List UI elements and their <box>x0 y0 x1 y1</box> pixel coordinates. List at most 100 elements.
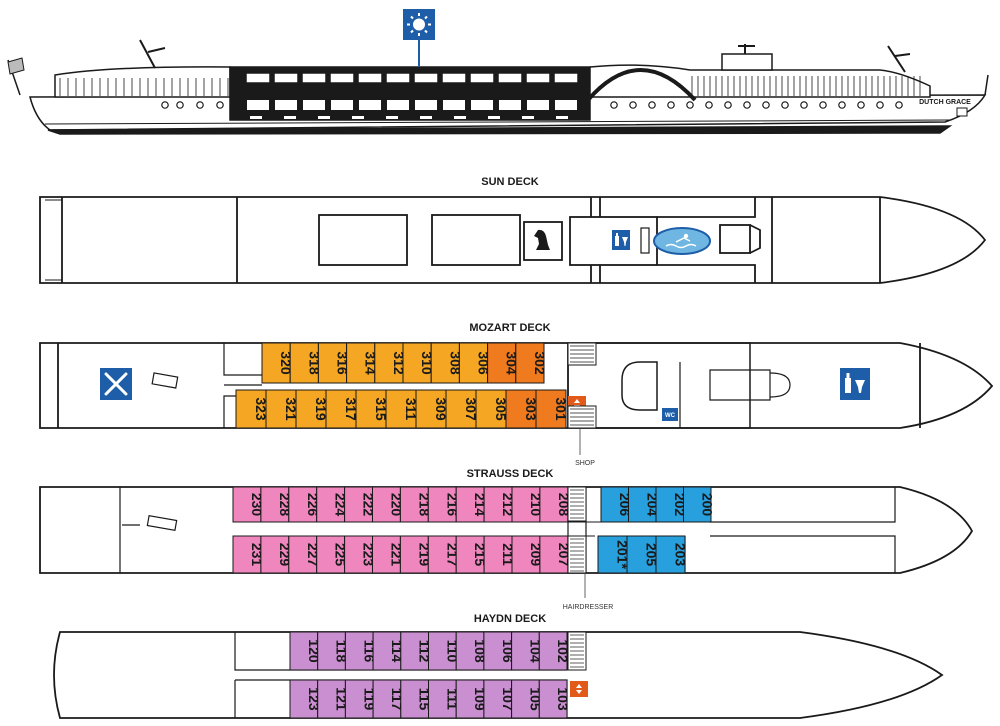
profile-window <box>247 100 269 110</box>
porthole <box>800 101 808 109</box>
cabin-105[interactable]: 105 <box>511 679 544 719</box>
porthole <box>705 101 713 109</box>
cabin-217[interactable]: 217 <box>427 535 460 574</box>
cabin-104[interactable]: 104 <box>511 631 544 671</box>
cabin-311[interactable]: 311 <box>385 389 419 429</box>
cabin-317[interactable]: 317 <box>325 389 359 429</box>
cabin-107[interactable]: 107 <box>483 679 516 719</box>
cabin-223[interactable]: 223 <box>344 535 377 574</box>
cabin-111[interactable]: 111 <box>428 679 461 719</box>
cabin-308[interactable]: 308 <box>430 342 463 384</box>
cabin-231[interactable]: 231 <box>232 535 265 574</box>
profile-window <box>414 73 438 83</box>
cabin-307[interactable]: 307 <box>445 389 479 429</box>
cabin-121[interactable]: 121 <box>317 679 350 719</box>
cabin-229[interactable]: 229 <box>260 535 293 574</box>
porthole <box>610 101 618 109</box>
cabin-309[interactable]: 309 <box>415 389 449 429</box>
cabin-314[interactable]: 314 <box>346 342 379 384</box>
cabin-225[interactable]: 225 <box>316 535 349 574</box>
cabin-box <box>400 679 429 719</box>
cabin-number: 309 <box>433 397 449 421</box>
cabin-box <box>655 535 686 574</box>
cabin-310[interactable]: 310 <box>402 342 435 384</box>
profile-window <box>554 73 578 83</box>
cabin-211[interactable]: 211 <box>483 535 516 574</box>
cabin-306[interactable]: 306 <box>458 342 492 384</box>
cabin-209[interactable]: 209 <box>511 535 544 574</box>
cabin-301[interactable]: 301 <box>535 389 569 429</box>
profile-window <box>499 100 521 110</box>
cabin-116[interactable]: 116 <box>344 631 377 671</box>
ship-profile-windows <box>59 73 968 119</box>
cabin-303[interactable]: 303 <box>505 389 539 429</box>
porthole <box>161 101 169 109</box>
cabin-221[interactable]: 221 <box>372 535 405 574</box>
cabin-318[interactable]: 318 <box>289 342 322 384</box>
cabin-103[interactable]: 103 <box>538 679 571 719</box>
cabin-227[interactable]: 227 <box>288 535 321 574</box>
bar-icon-sun <box>612 230 630 250</box>
cabin-112[interactable]: 112 <box>400 631 433 671</box>
cabin-102[interactable]: 102 <box>538 631 571 671</box>
cabin-218[interactable]: 218 <box>399 486 432 523</box>
cabin-120[interactable]: 120 <box>289 631 322 671</box>
profile-window <box>274 73 298 83</box>
cabin-123[interactable]: 123 <box>289 679 322 719</box>
cabin-115[interactable]: 115 <box>400 679 433 719</box>
cabin-304[interactable]: 304 <box>487 342 520 384</box>
cabin-206[interactable]: 206 <box>600 486 633 523</box>
cabin-207[interactable]: 207 <box>539 535 572 574</box>
cabin-119[interactable]: 119 <box>344 679 377 719</box>
cabin-212[interactable]: 212 <box>483 486 516 523</box>
cabin-box <box>232 486 262 523</box>
cabin-203[interactable]: 203 <box>655 535 689 574</box>
cabin-224[interactable]: 224 <box>316 486 349 523</box>
cabin-109[interactable]: 109 <box>455 679 488 719</box>
cabin-202[interactable]: 202 <box>655 486 688 523</box>
cabin-110[interactable]: 110 <box>428 631 461 671</box>
cabin-114[interactable]: 114 <box>372 631 405 671</box>
cabin-228[interactable]: 228 <box>260 486 293 523</box>
bottle-glass-icon <box>615 233 628 246</box>
cabin-312[interactable]: 312 <box>374 342 407 384</box>
cabin-box <box>289 679 319 719</box>
cabin-box <box>288 486 318 523</box>
cabin-box <box>415 389 447 429</box>
cabin-106[interactable]: 106 <box>483 631 516 671</box>
cabin-214[interactable]: 214 <box>455 486 488 523</box>
cabin-204[interactable]: 204 <box>628 486 661 523</box>
cabin-215[interactable]: 215 <box>455 535 488 574</box>
cabin-219[interactable]: 219 <box>399 535 432 574</box>
cabin-201[interactable]: 201* <box>597 535 631 574</box>
cabin-316[interactable]: 316 <box>317 342 351 384</box>
cabin-200[interactable]: 200 <box>683 486 716 523</box>
cabin-208[interactable]: 208 <box>539 486 572 523</box>
cabin-216[interactable]: 216 <box>427 486 460 523</box>
cabin-box <box>346 342 376 384</box>
stairwell <box>567 486 587 522</box>
cabin-320[interactable]: 320 <box>261 342 294 384</box>
cabin-box <box>475 389 507 429</box>
cabin-315[interactable]: 315 <box>355 389 389 429</box>
cabin-222[interactable]: 222 <box>344 486 377 523</box>
cabin-319[interactable]: 319 <box>295 389 329 429</box>
cabin-210[interactable]: 210 <box>511 486 544 523</box>
cabin-302[interactable]: 302 <box>515 342 548 384</box>
cabin-323[interactable]: 323 <box>235 389 269 429</box>
cabin-205[interactable]: 205 <box>626 535 660 574</box>
cabin-box <box>600 486 629 523</box>
cabin-118[interactable]: 118 <box>317 631 350 671</box>
cabin-305[interactable]: 305 <box>475 389 509 429</box>
cabin-226[interactable]: 226 <box>288 486 321 523</box>
cabin-321[interactable]: 321 <box>265 389 299 429</box>
cabin-230[interactable]: 230 <box>232 486 265 523</box>
cabin-220[interactable]: 220 <box>372 486 405 523</box>
cabin-108[interactable]: 108 <box>455 631 488 671</box>
cabin-117[interactable]: 117 <box>372 679 405 719</box>
porthole <box>895 101 903 109</box>
porthole <box>648 101 656 109</box>
cabin-box <box>344 679 374 719</box>
